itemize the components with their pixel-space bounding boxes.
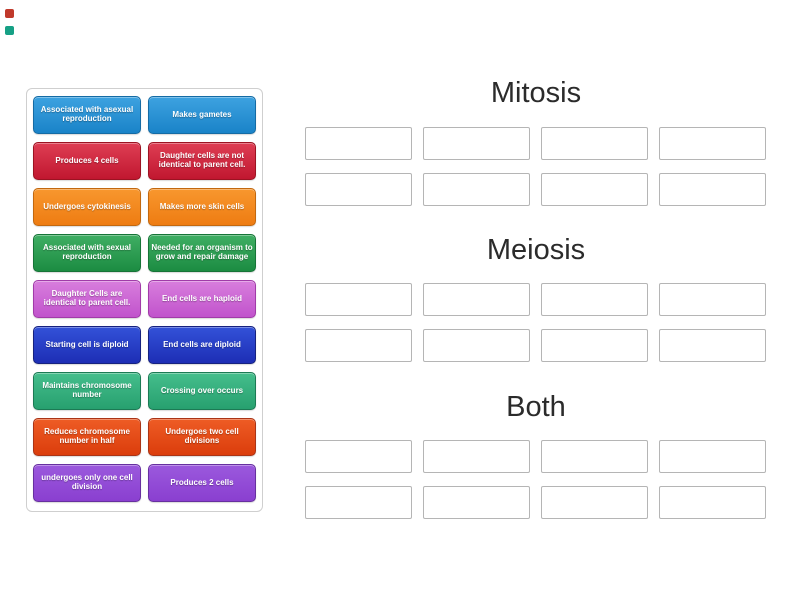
drop-slot[interactable] (541, 440, 648, 473)
tile-label: Produces 2 cells (170, 477, 234, 487)
category-title-both: Both (506, 391, 566, 423)
tile[interactable]: Undergoes cytokinesis (33, 188, 141, 226)
slot-grid-both (305, 440, 766, 519)
category-pane: Mitosis Meiosis Both (305, 0, 767, 600)
drop-slot[interactable] (541, 486, 648, 519)
tile-label: Starting cell is diploid (45, 339, 129, 349)
tile[interactable]: End cells are haploid (148, 280, 256, 318)
drop-slot[interactable] (305, 283, 412, 316)
tile[interactable]: Makes more skin cells (148, 188, 256, 226)
artifact-dot-teal (5, 26, 14, 35)
tile-label: End cells are diploid (163, 339, 241, 349)
tile-label: Crossing over occurs (160, 385, 244, 395)
slot-grid-mitosis (305, 127, 766, 206)
drop-slot[interactable] (541, 127, 648, 160)
tile[interactable]: Associated with asexual reproduction (33, 96, 141, 134)
slot-grid-meiosis (305, 283, 766, 362)
drop-slot[interactable] (541, 173, 648, 206)
drop-slot[interactable] (423, 173, 530, 206)
drop-slot[interactable] (659, 486, 766, 519)
tile-label: Maintains chromosome number (42, 381, 132, 399)
tile-label: Daughter cells are not identical to pare… (158, 151, 246, 169)
tile-label: Undergoes two cell divisions (165, 427, 239, 445)
tile[interactable]: Daughter cells are not identical to pare… (148, 142, 256, 180)
drop-slot[interactable] (305, 127, 412, 160)
tile-label: Produces 4 cells (55, 155, 119, 165)
tile[interactable]: Starting cell is diploid (33, 326, 141, 364)
tile[interactable]: Daughter Cells are identical to parent c… (33, 280, 141, 318)
tile-label: Daughter Cells are identical to parent c… (43, 289, 131, 307)
drop-slot[interactable] (305, 440, 412, 473)
drop-slot[interactable] (659, 127, 766, 160)
drop-slot[interactable] (541, 329, 648, 362)
tile[interactable]: Maintains chromosome number (33, 372, 141, 410)
drop-slot[interactable] (659, 440, 766, 473)
drop-slot[interactable] (541, 283, 648, 316)
drop-slot[interactable] (423, 486, 530, 519)
drop-slot[interactable] (423, 127, 530, 160)
tile-label: Reduces chromosome number in half (44, 427, 130, 445)
tile-label: Associated with asexual reproduction (40, 105, 134, 123)
tile[interactable]: Makes gametes (148, 96, 256, 134)
tile-label: undergoes only one cell division (41, 473, 133, 491)
drop-slot[interactable] (423, 329, 530, 362)
tile-label: End cells are haploid (161, 293, 243, 303)
tile-label: Undergoes cytokinesis (43, 201, 131, 211)
tile[interactable]: Produces 2 cells (148, 464, 256, 502)
tile[interactable]: Crossing over occurs (148, 372, 256, 410)
tile[interactable]: Reduces chromosome number in half (33, 418, 141, 456)
drop-slot[interactable] (659, 173, 766, 206)
tile[interactable]: Associated with sexual reproduction (33, 234, 141, 272)
tile-label: Makes gametes (172, 109, 232, 119)
tile-label: Needed for an organism to grow and repai… (151, 243, 253, 261)
drop-slot[interactable] (305, 329, 412, 362)
drop-slot[interactable] (659, 329, 766, 362)
artifact-dot-red (5, 9, 14, 18)
drop-slot[interactable] (423, 440, 530, 473)
tile[interactable]: Undergoes two cell divisions (148, 418, 256, 456)
drop-slot[interactable] (305, 486, 412, 519)
category-title-mitosis: Mitosis (490, 77, 582, 109)
tile[interactable]: Produces 4 cells (33, 142, 141, 180)
tile[interactable]: End cells are diploid (148, 326, 256, 364)
drop-slot[interactable] (423, 283, 530, 316)
tile[interactable]: undergoes only one cell division (33, 464, 141, 502)
tile[interactable]: Needed for an organism to grow and repai… (148, 234, 256, 272)
drop-slot[interactable] (305, 173, 412, 206)
category-title-meiosis: Meiosis (486, 234, 586, 266)
tile-label: Associated with sexual reproduction (42, 243, 132, 261)
tile-label: Makes more skin cells (159, 201, 245, 211)
drop-slot[interactable] (659, 283, 766, 316)
